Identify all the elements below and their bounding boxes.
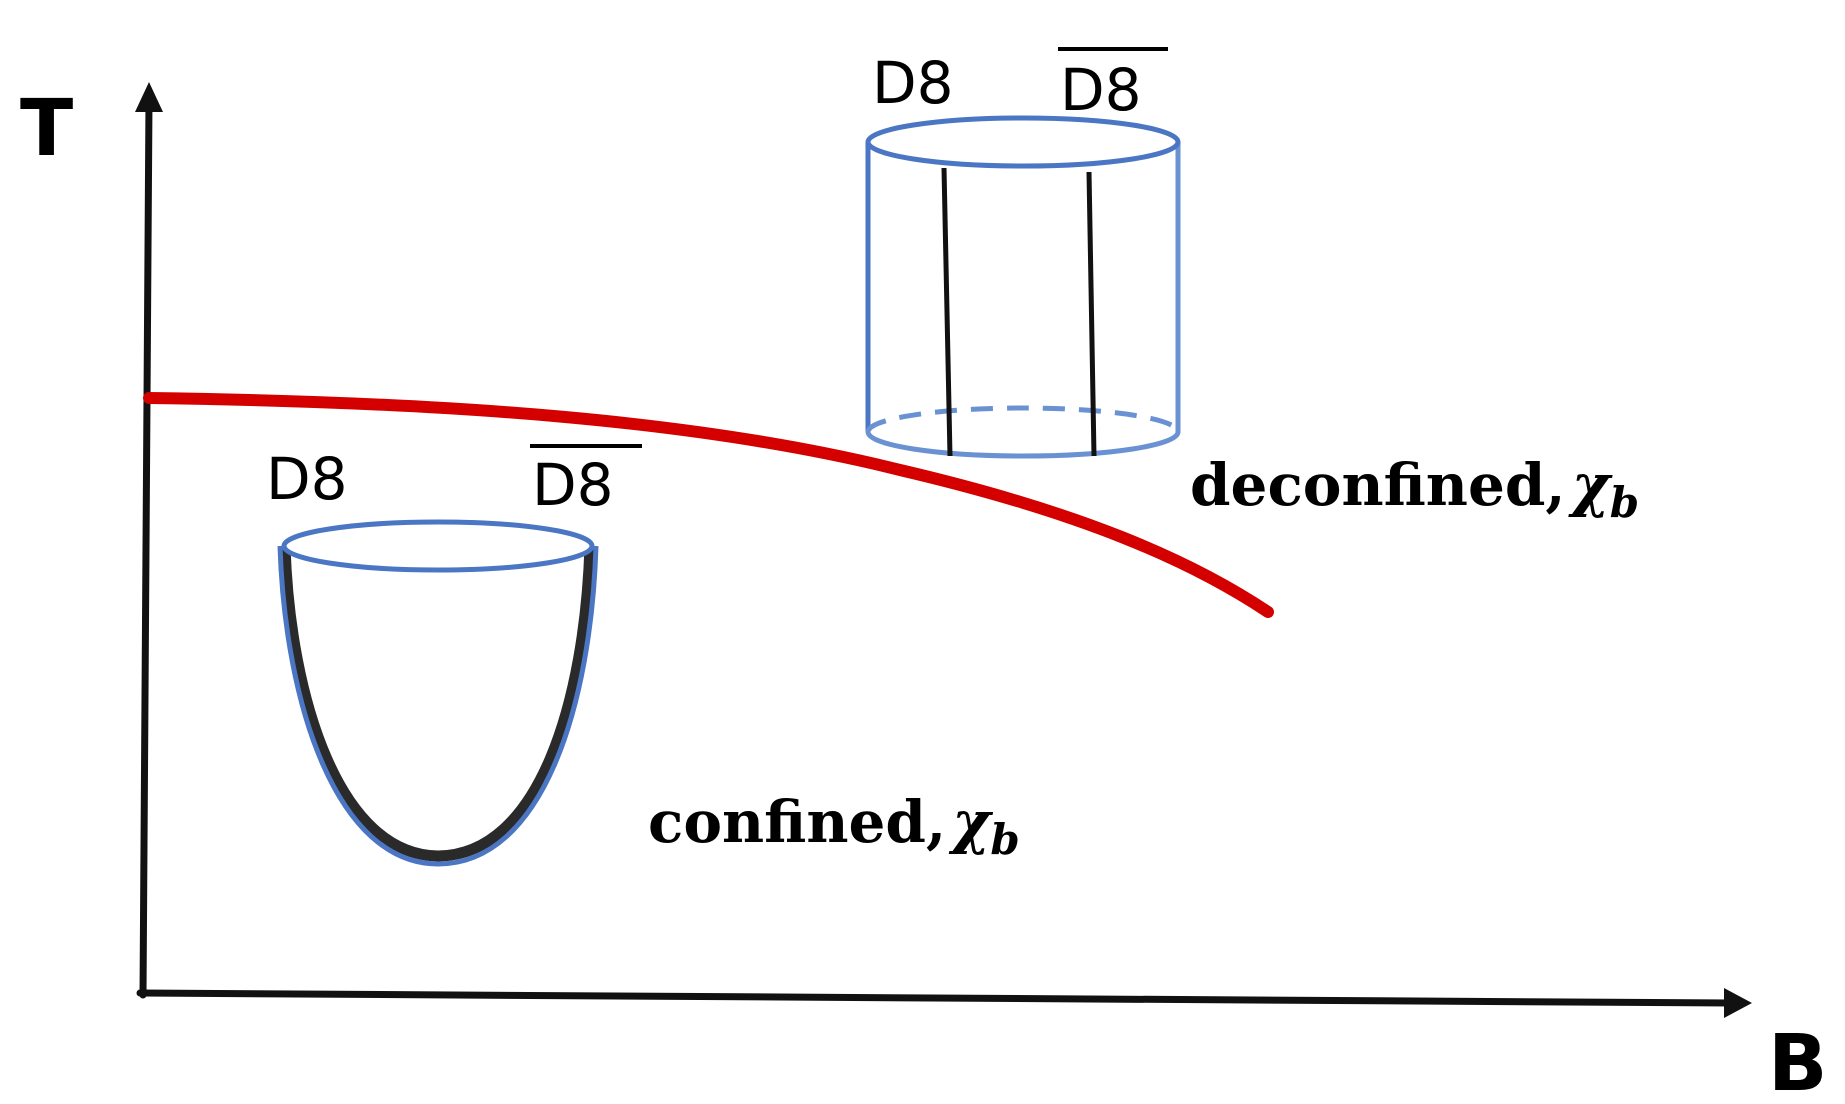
deconfined-phase-text: deconfined, xyxy=(1190,451,1566,519)
deconfined-cylinder: D8 D8 xyxy=(865,47,1181,459)
cylinder-anti-d8-label: D8 xyxy=(1060,56,1142,124)
cup-anti-d8-label: D8 xyxy=(532,451,614,519)
cup-d8-label: D8 xyxy=(266,445,348,513)
t-axis-label: T xyxy=(20,84,73,174)
t-axis-arrowhead xyxy=(135,82,163,112)
confined-phase-label: confined,χb xyxy=(648,788,1020,864)
confined-chi-symbol: χ xyxy=(948,788,994,856)
confined-phase-text: confined, xyxy=(648,788,946,856)
cup-top-rim xyxy=(281,519,595,573)
b-axis-arrowhead xyxy=(1724,988,1752,1018)
deconfined-phase-label: deconfined,χb xyxy=(1190,451,1639,527)
cylinder-string-right xyxy=(1086,171,1097,457)
confined-cup: D8 D8 xyxy=(266,444,642,867)
cylinder-bottom-front xyxy=(865,431,1181,459)
cylinder-string-left xyxy=(941,167,953,457)
t-axis-line xyxy=(139,96,153,999)
confined-chi-subscript: b xyxy=(990,815,1019,864)
b-axis-label: B xyxy=(1768,1019,1827,1104)
cylinder-d8-label: D8 xyxy=(872,49,954,117)
cup-black-edge xyxy=(279,545,596,862)
deconfined-chi-symbol: χ xyxy=(1568,451,1614,519)
phase-boundary-curve xyxy=(143,392,1274,618)
b-axis-line xyxy=(136,989,1734,1007)
axes: T B xyxy=(20,82,1827,1104)
cup-blue-edge xyxy=(277,545,599,867)
cylinder-bottom-back xyxy=(865,405,1181,433)
deconfined-chi-subscript: b xyxy=(1610,478,1639,527)
cylinder-top-rim xyxy=(865,115,1181,169)
